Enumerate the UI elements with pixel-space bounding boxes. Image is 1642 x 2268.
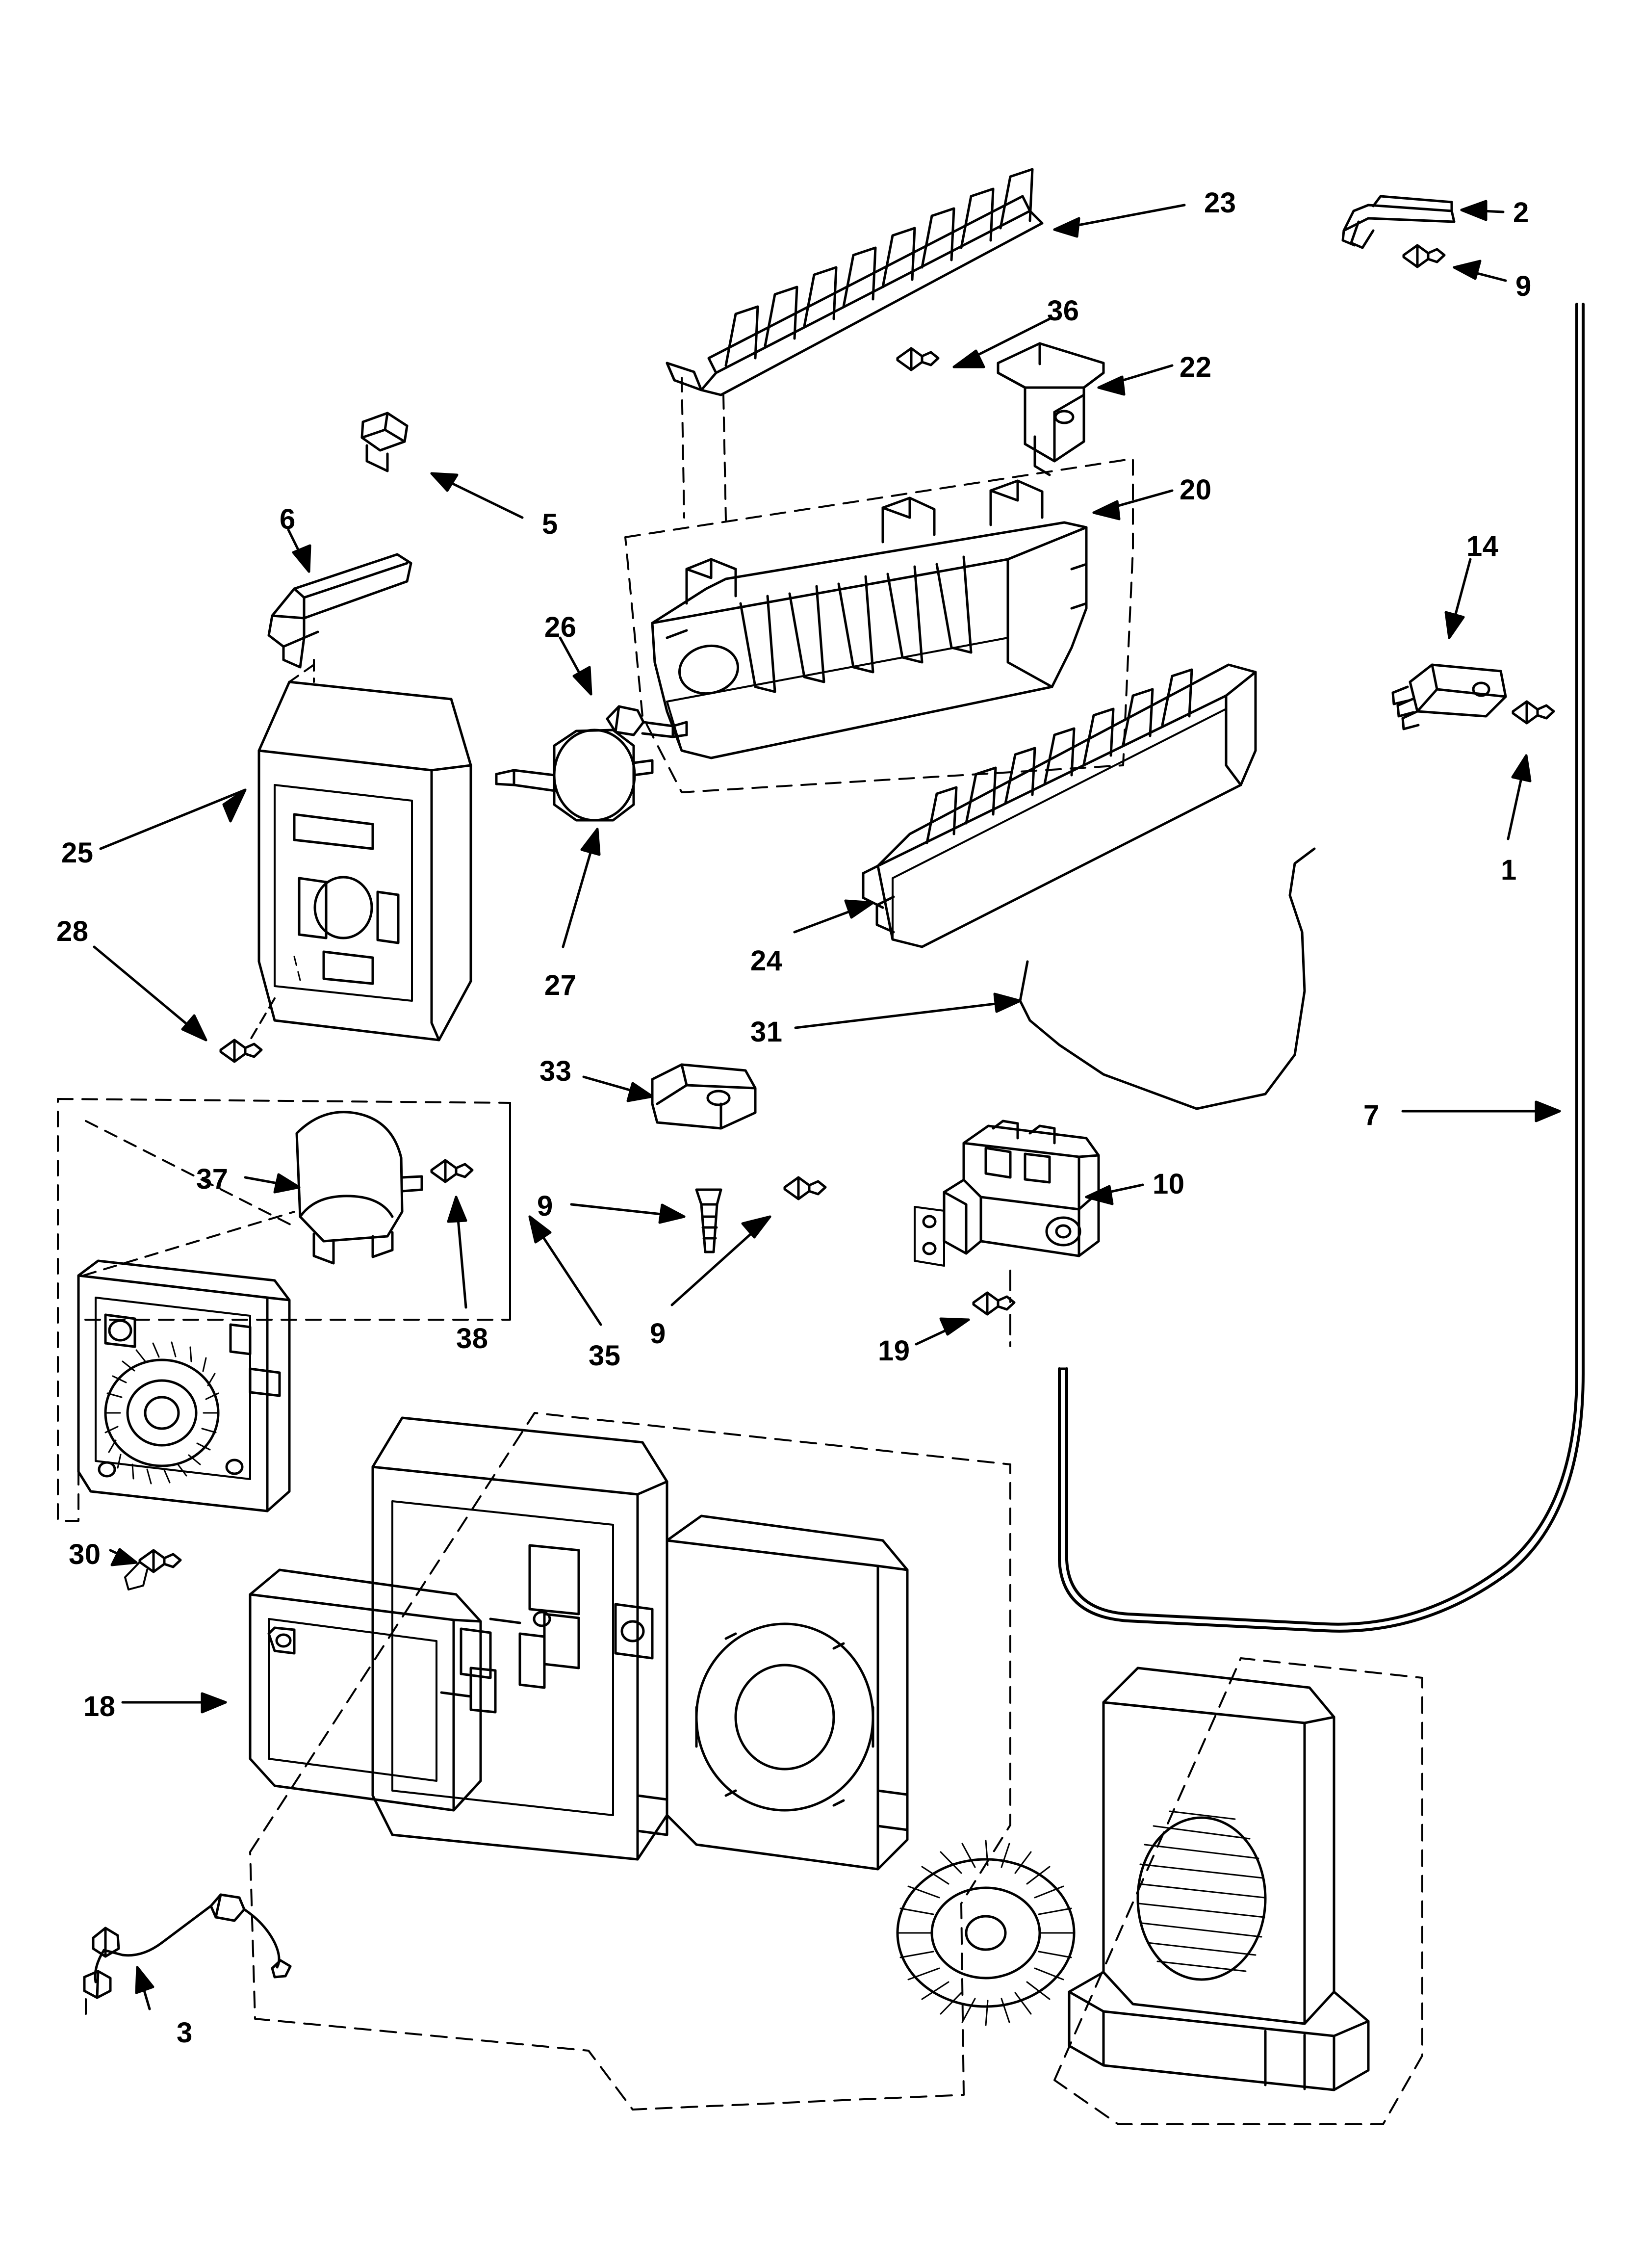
callout-5: 5: [542, 508, 558, 540]
callout-10: 10: [1153, 1168, 1185, 1200]
part-27-ejector-motor: [495, 729, 654, 822]
part-30-screw: [124, 1549, 182, 1590]
part-28-screw: [219, 1039, 263, 1063]
part-19-screw: [972, 1291, 1016, 1316]
part-9-screw-mid: [695, 1188, 722, 1253]
part-7-fill-tube: [1058, 303, 1585, 1633]
callout-19: 19: [878, 1335, 910, 1367]
dashed-outline-lower-assembly: [249, 1412, 1011, 2111]
callout-26: 26: [544, 611, 577, 643]
callout-37: 37: [196, 1163, 229, 1195]
callout-24: 24: [750, 945, 783, 977]
part-fan-housing-plate: [636, 1514, 909, 1871]
part-3-wire-harness: [83, 1893, 292, 2015]
part-38-screw: [430, 1159, 474, 1183]
part-22-fill-cup: [997, 342, 1105, 476]
callout-9-lower: 9: [650, 1318, 666, 1350]
part-14-bracket: [1391, 663, 1507, 730]
dashed-outline-ice-mold: [624, 458, 1134, 793]
part-24-mold-cover: [862, 663, 1257, 948]
callout-35: 35: [589, 1340, 621, 1372]
callout-31: 31: [750, 1016, 783, 1048]
part-25-icemaker-head: [249, 664, 472, 1042]
part-37-motor-cap: [295, 1111, 423, 1265]
part-air-duct: [1068, 1667, 1370, 2091]
part-31-shutoff-arm-wire: [1019, 847, 1316, 1110]
part-2-clip: [1341, 195, 1456, 249]
callout-23: 23: [1204, 187, 1236, 219]
part-5-clip: [360, 412, 409, 472]
callout-36: 36: [1047, 295, 1079, 327]
callout-20: 20: [1180, 474, 1212, 506]
callout-33: 33: [539, 1055, 572, 1087]
callout-9-mid: 9: [537, 1190, 553, 1222]
callout-7: 7: [1363, 1099, 1380, 1131]
callout-6: 6: [280, 503, 296, 535]
part-9-screw-top: [1402, 244, 1446, 268]
part-36-screw: [896, 347, 940, 371]
part-33-cover: [651, 1063, 757, 1130]
dashed-outline-auger-motor: [57, 1098, 511, 1522]
dashed-outline-duct: [1053, 1657, 1423, 2125]
callout-2: 2: [1513, 197, 1529, 229]
part-6-shut-off-arm: [267, 553, 412, 683]
callout-27: 27: [544, 969, 577, 1001]
callout-22: 22: [1180, 351, 1212, 383]
callout-9-top: 9: [1515, 270, 1532, 302]
callout-18: 18: [83, 1691, 116, 1722]
part-motor-plate: [77, 1259, 291, 1512]
callout-28: 28: [56, 915, 89, 947]
callout-25: 25: [61, 837, 94, 869]
part-18-bin-cover: [249, 1568, 482, 1812]
callout-3: 3: [177, 2017, 193, 2049]
callout-30: 30: [69, 1538, 101, 1570]
part-23-ice-stripper: [666, 168, 1044, 521]
callout-38: 38: [456, 1323, 488, 1355]
part-35-screw: [783, 1176, 827, 1200]
leader-lines: [93, 200, 1561, 2010]
callout-1: 1: [1501, 854, 1517, 886]
part-1-screw: [1512, 700, 1555, 725]
part-blower-wheel: [896, 1840, 1076, 2026]
callout-14: 14: [1466, 530, 1499, 562]
part-20-ice-mold: [651, 479, 1088, 759]
dashed-lead-motor: [82, 1120, 295, 1277]
